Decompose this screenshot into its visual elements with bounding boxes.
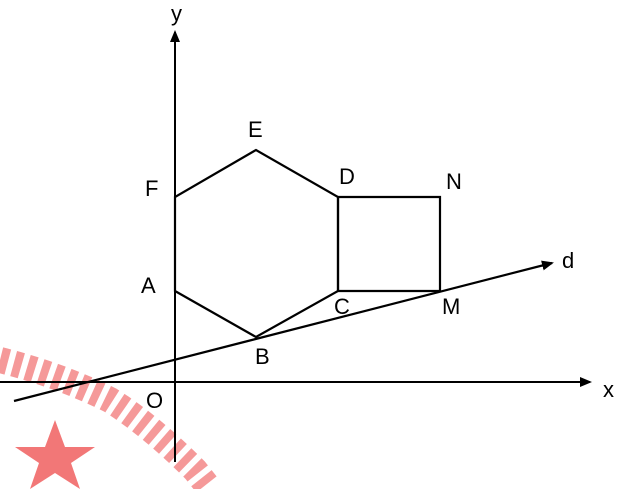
point-c-label: C (334, 294, 350, 319)
watermark-star-icon (15, 420, 95, 489)
line-d (13, 260, 554, 403)
point-m-label: M (442, 294, 460, 319)
point-a-label: A (141, 273, 156, 298)
point-f-label: F (145, 176, 158, 201)
watermark (0, 347, 221, 489)
watermark-rope (0, 347, 221, 489)
point-b-label: B (255, 344, 270, 369)
square-cdnm (336, 195, 442, 293)
y-axis-label: y (171, 1, 182, 26)
line-d-label: d (562, 248, 574, 273)
x-axis-label: x (603, 377, 614, 402)
point-e-label: E (248, 117, 263, 142)
hexagon-abcdef (173, 148, 340, 339)
point-d-label: D (339, 164, 355, 189)
origin-label: O (146, 388, 163, 413)
point-n-label: N (446, 169, 462, 194)
